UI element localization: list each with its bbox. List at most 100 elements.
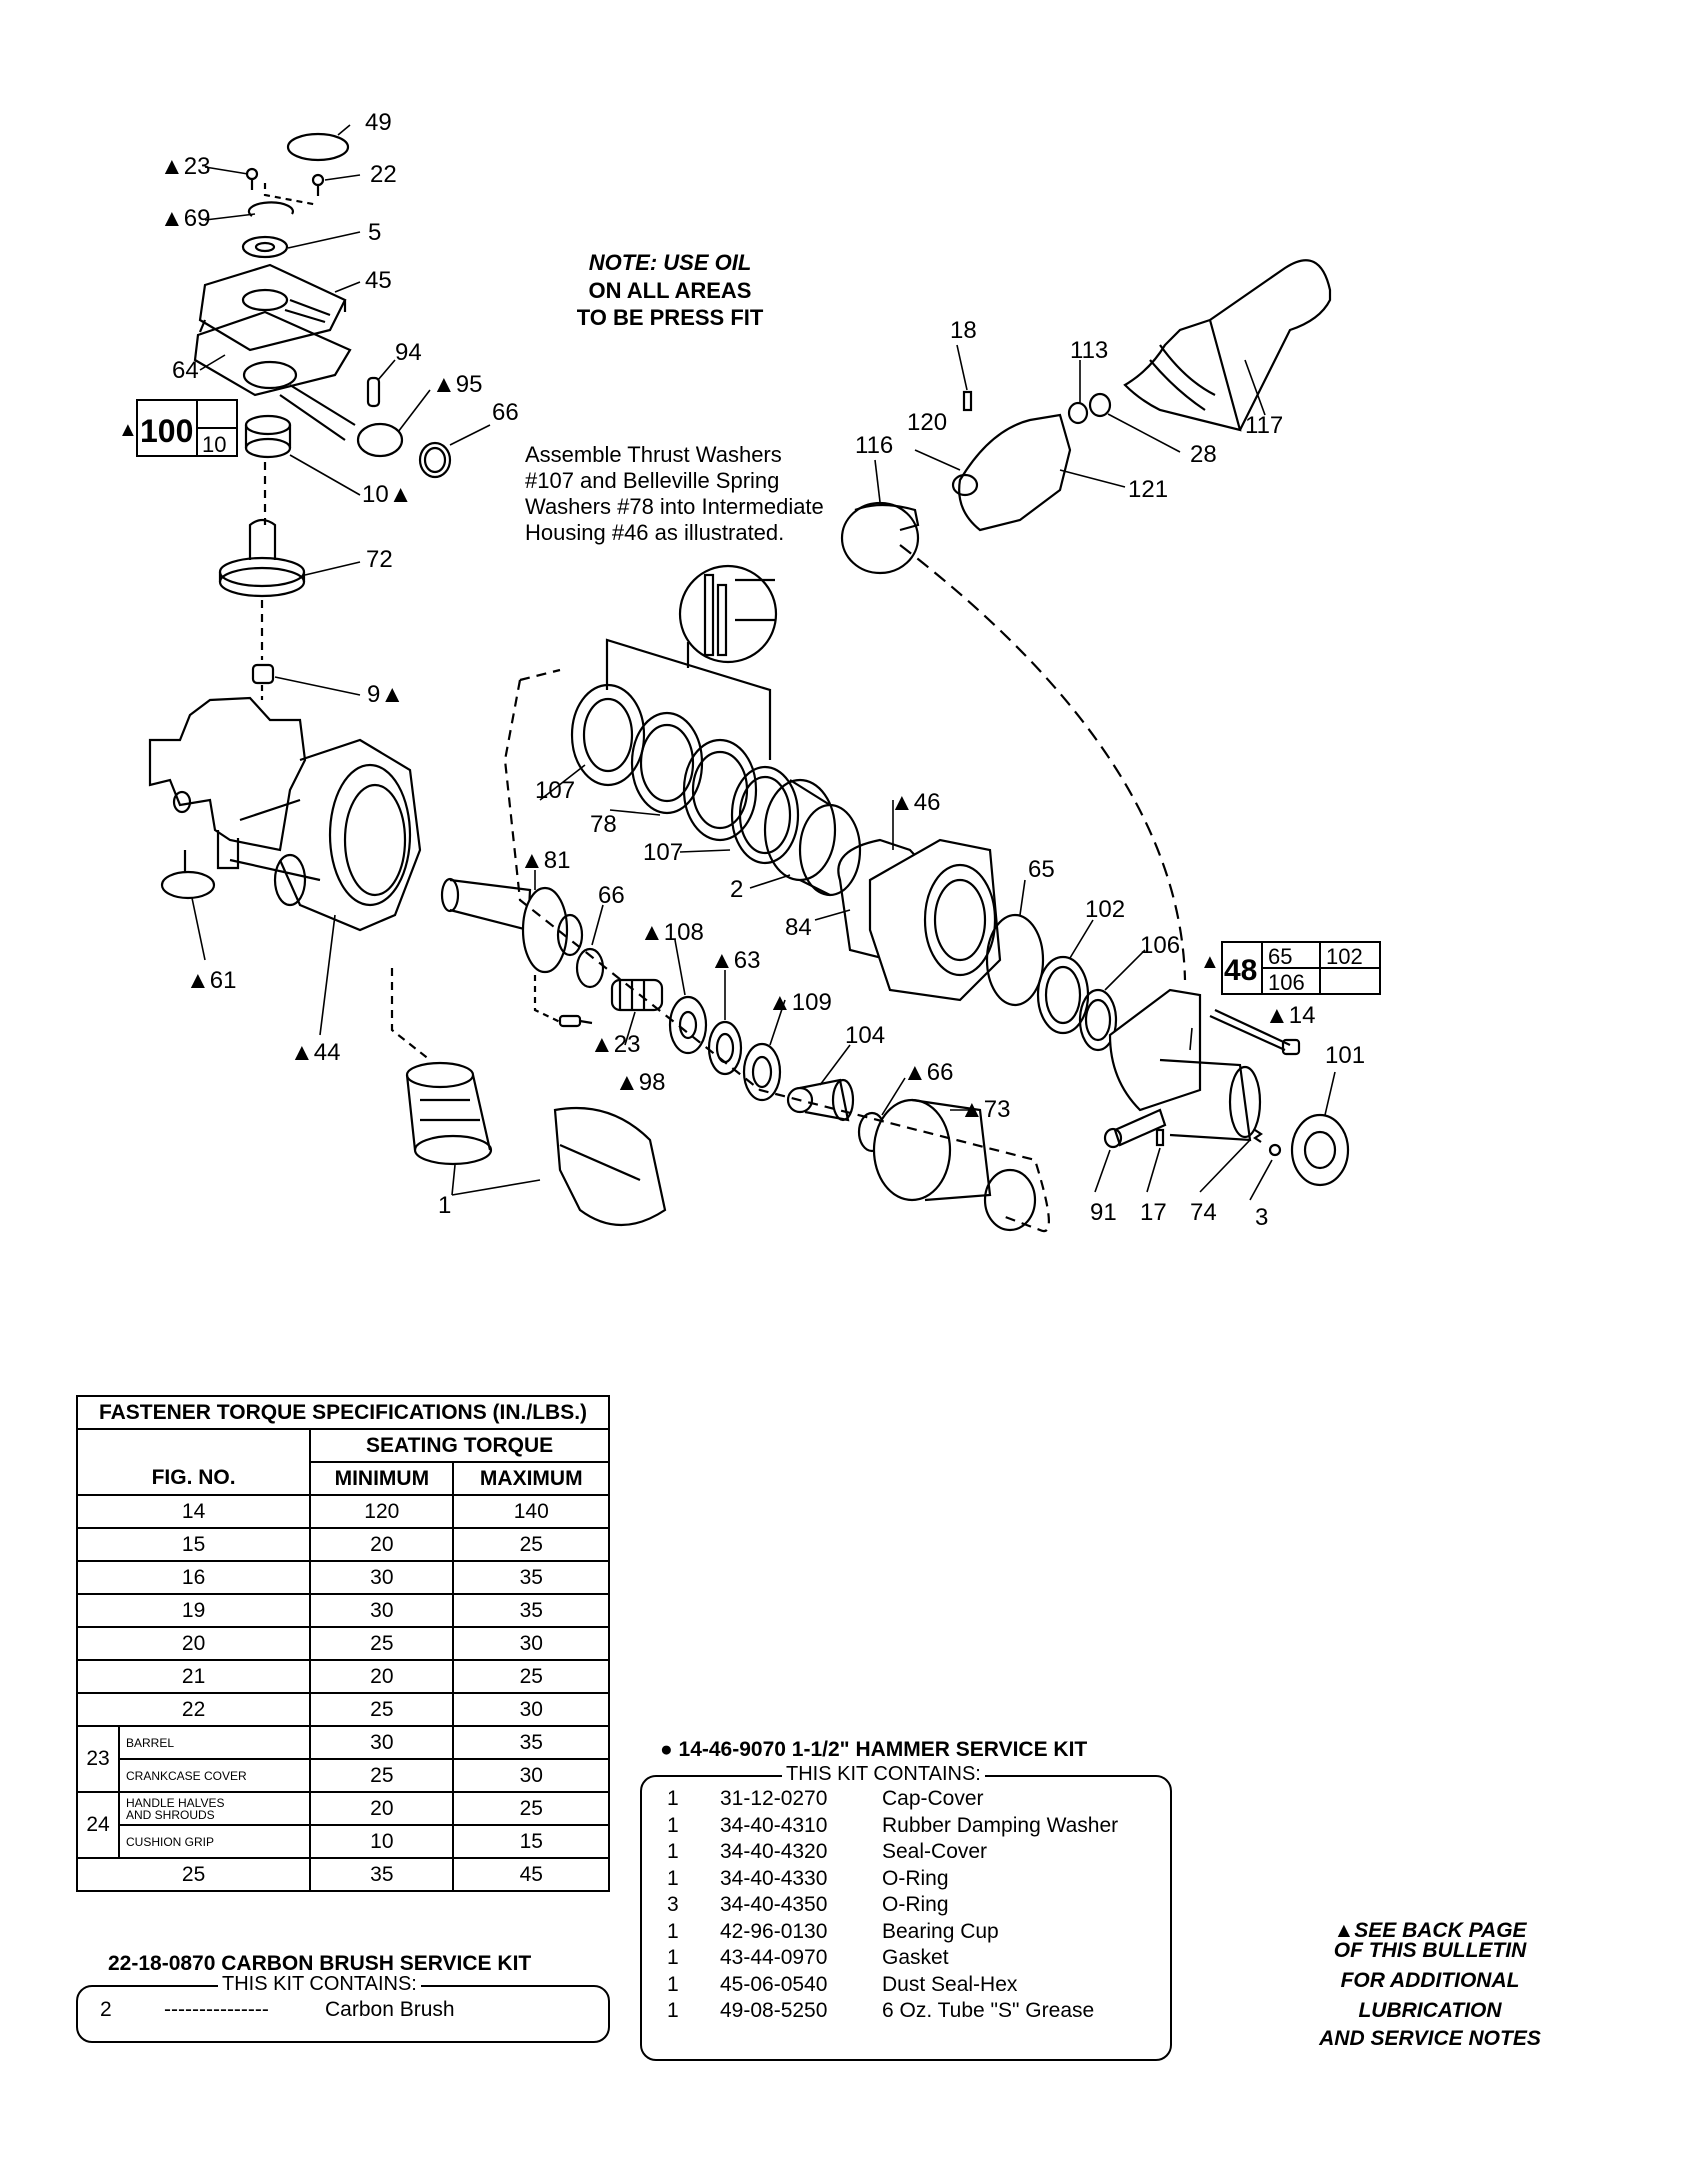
kit-item-description: Seal-Cover (882, 1840, 988, 1863)
kit-item-qty: 1 (667, 1999, 679, 2022)
label-74: 74 (1190, 1199, 1217, 1226)
label-107b: 107 (643, 839, 683, 866)
box-48-main: 48 (1224, 954, 1257, 987)
label-107a: 107 (535, 777, 575, 804)
brush-kit-title: 22-18-0870 CARBON BRUSH SERVICE KIT (108, 1952, 532, 1975)
kit-item-qty: 1 (667, 1787, 679, 1810)
label-22: 22 (370, 161, 397, 188)
part-66-oring (418, 441, 452, 479)
label-2: 2 (730, 876, 743, 903)
kit-item-description: Bearing Cup (882, 1919, 999, 1943)
part-101-nose-cap (1290, 1113, 1350, 1187)
part-44-gear-housing (148, 696, 422, 932)
kit-item-qty: 1 (667, 1866, 679, 1890)
back-note-line: FOR ADDITIONAL (1340, 1969, 1520, 1992)
part-10-needle-bearing (244, 414, 292, 459)
part-3-ball (1268, 1143, 1282, 1157)
box-100-sub: 10 (202, 432, 226, 457)
label-65: 65 (1028, 856, 1055, 883)
label-109: ▲109 (768, 989, 832, 1016)
label-72: 72 (366, 546, 393, 573)
label-121: 121 (1128, 476, 1168, 503)
label-66: 66 (492, 399, 519, 426)
box-48-sub-1: 102 (1326, 944, 1363, 969)
part-23-screw-lower (558, 1014, 593, 1028)
kit-item-qty: 1 (667, 1919, 679, 1943)
part-48-front-cover (1108, 988, 1262, 1142)
assembly-note-2: Washers #78 into Intermediate (525, 494, 824, 519)
thrust-washer-detail (678, 564, 778, 664)
part-9-bearing (251, 663, 275, 685)
back-note-line: AND SERVICE NOTES (1319, 2027, 1541, 2050)
part-113-ring (1067, 401, 1089, 425)
exploded-parts-diagram: 49 ▲23 22 ▲69 5 45 94 64 ▲95 66 10▲ 72 9… (118, 109, 1381, 1233)
bullet-icon: ● (660, 1738, 673, 1761)
label-3: 3 (1255, 1204, 1268, 1231)
label-81: ▲81 (520, 847, 570, 874)
part-1-sleeve (405, 1061, 667, 1227)
box-48-sub-0: 65 (1268, 944, 1292, 969)
kit-item-description: Rubber Damping Washer (882, 1813, 1119, 1837)
label-78: 78 (590, 811, 617, 838)
table-row: CRANKCASE COVER 25 30 (77, 1758, 610, 1793)
kit-item-part-number: 43-44-0970 (720, 1946, 828, 1969)
label-45: 45 (365, 267, 392, 294)
box-48-sub-2: 106 (1268, 970, 1305, 995)
label-94: 94 (395, 339, 422, 366)
label-46: ▲46 (890, 789, 940, 816)
back-note-line: ▲SEE BACK PAGE (1333, 1919, 1527, 1942)
minimum-header: MINIMUM (309, 1461, 455, 1496)
label-102: 102 (1085, 896, 1125, 923)
label-120: 120 (907, 409, 947, 436)
label-49: 49 (365, 109, 392, 136)
part-65-oring (985, 913, 1045, 1007)
label-98: ▲98 (615, 1069, 665, 1096)
part-23-screw (245, 167, 259, 190)
brush-kit-caption: THIS KIT CONTAINS: (218, 1973, 421, 1996)
brush-kit-part: --------------- (164, 1998, 269, 2021)
label-66c: ▲66 (903, 1059, 953, 1086)
label-108: ▲108 (640, 919, 704, 946)
table-row: 23 BARREL 30 35 (76, 1725, 610, 1793)
kit-item-description: Cap-Cover (882, 1787, 984, 1810)
hammer-kit-caption: THIS KIT CONTAINS: (782, 1763, 985, 1786)
back-note-line: OF THIS BULLETIN (1333, 1939, 1527, 1962)
label-18: 18 (950, 317, 977, 344)
brush-kit-qty: 2 (100, 1998, 112, 2021)
kit-item-description: O-Ring (882, 1866, 949, 1890)
brush-kit-desc: Carbon Brush (325, 1998, 455, 2021)
label-104: 104 (845, 1022, 885, 1049)
label-95: ▲95 (432, 371, 482, 398)
label-5: 5 (368, 219, 381, 246)
part-72-gear (218, 518, 306, 598)
label-64: 64 (172, 357, 199, 384)
kit-item-qty: 1 (667, 1813, 679, 1837)
box-100-main: 100 (140, 413, 193, 449)
part-108-washer (668, 995, 708, 1055)
oil-note-2: TO BE PRESS FIT (577, 305, 764, 330)
kit-item-part-number: 31-12-0270 (720, 1787, 828, 1810)
seating-torque-header: SEATING TORQUE (309, 1428, 610, 1463)
part-74-spring (1253, 1129, 1263, 1143)
box-48: ▲ 48 65 102 106 (1200, 941, 1381, 995)
svg-text:▲: ▲ (1200, 951, 1220, 973)
label-17: 17 (1140, 1199, 1167, 1226)
table-row: CUSHION GRIP 10 15 (77, 1824, 610, 1859)
part-61-oring (160, 870, 216, 900)
kit-item-part-number: 34-40-4350 (720, 1893, 828, 1916)
label-66b: 66 (598, 882, 625, 909)
kit-item-qty: 1 (667, 1840, 679, 1863)
part-116-clamp-band (840, 501, 920, 575)
kit-item-description: Gasket (882, 1946, 949, 1969)
part-63-ring (707, 1020, 743, 1076)
part-46-intermediate-housing (868, 838, 1002, 1002)
kit-item-description: O-Ring (882, 1893, 949, 1916)
part-17-pin (1155, 1128, 1165, 1147)
